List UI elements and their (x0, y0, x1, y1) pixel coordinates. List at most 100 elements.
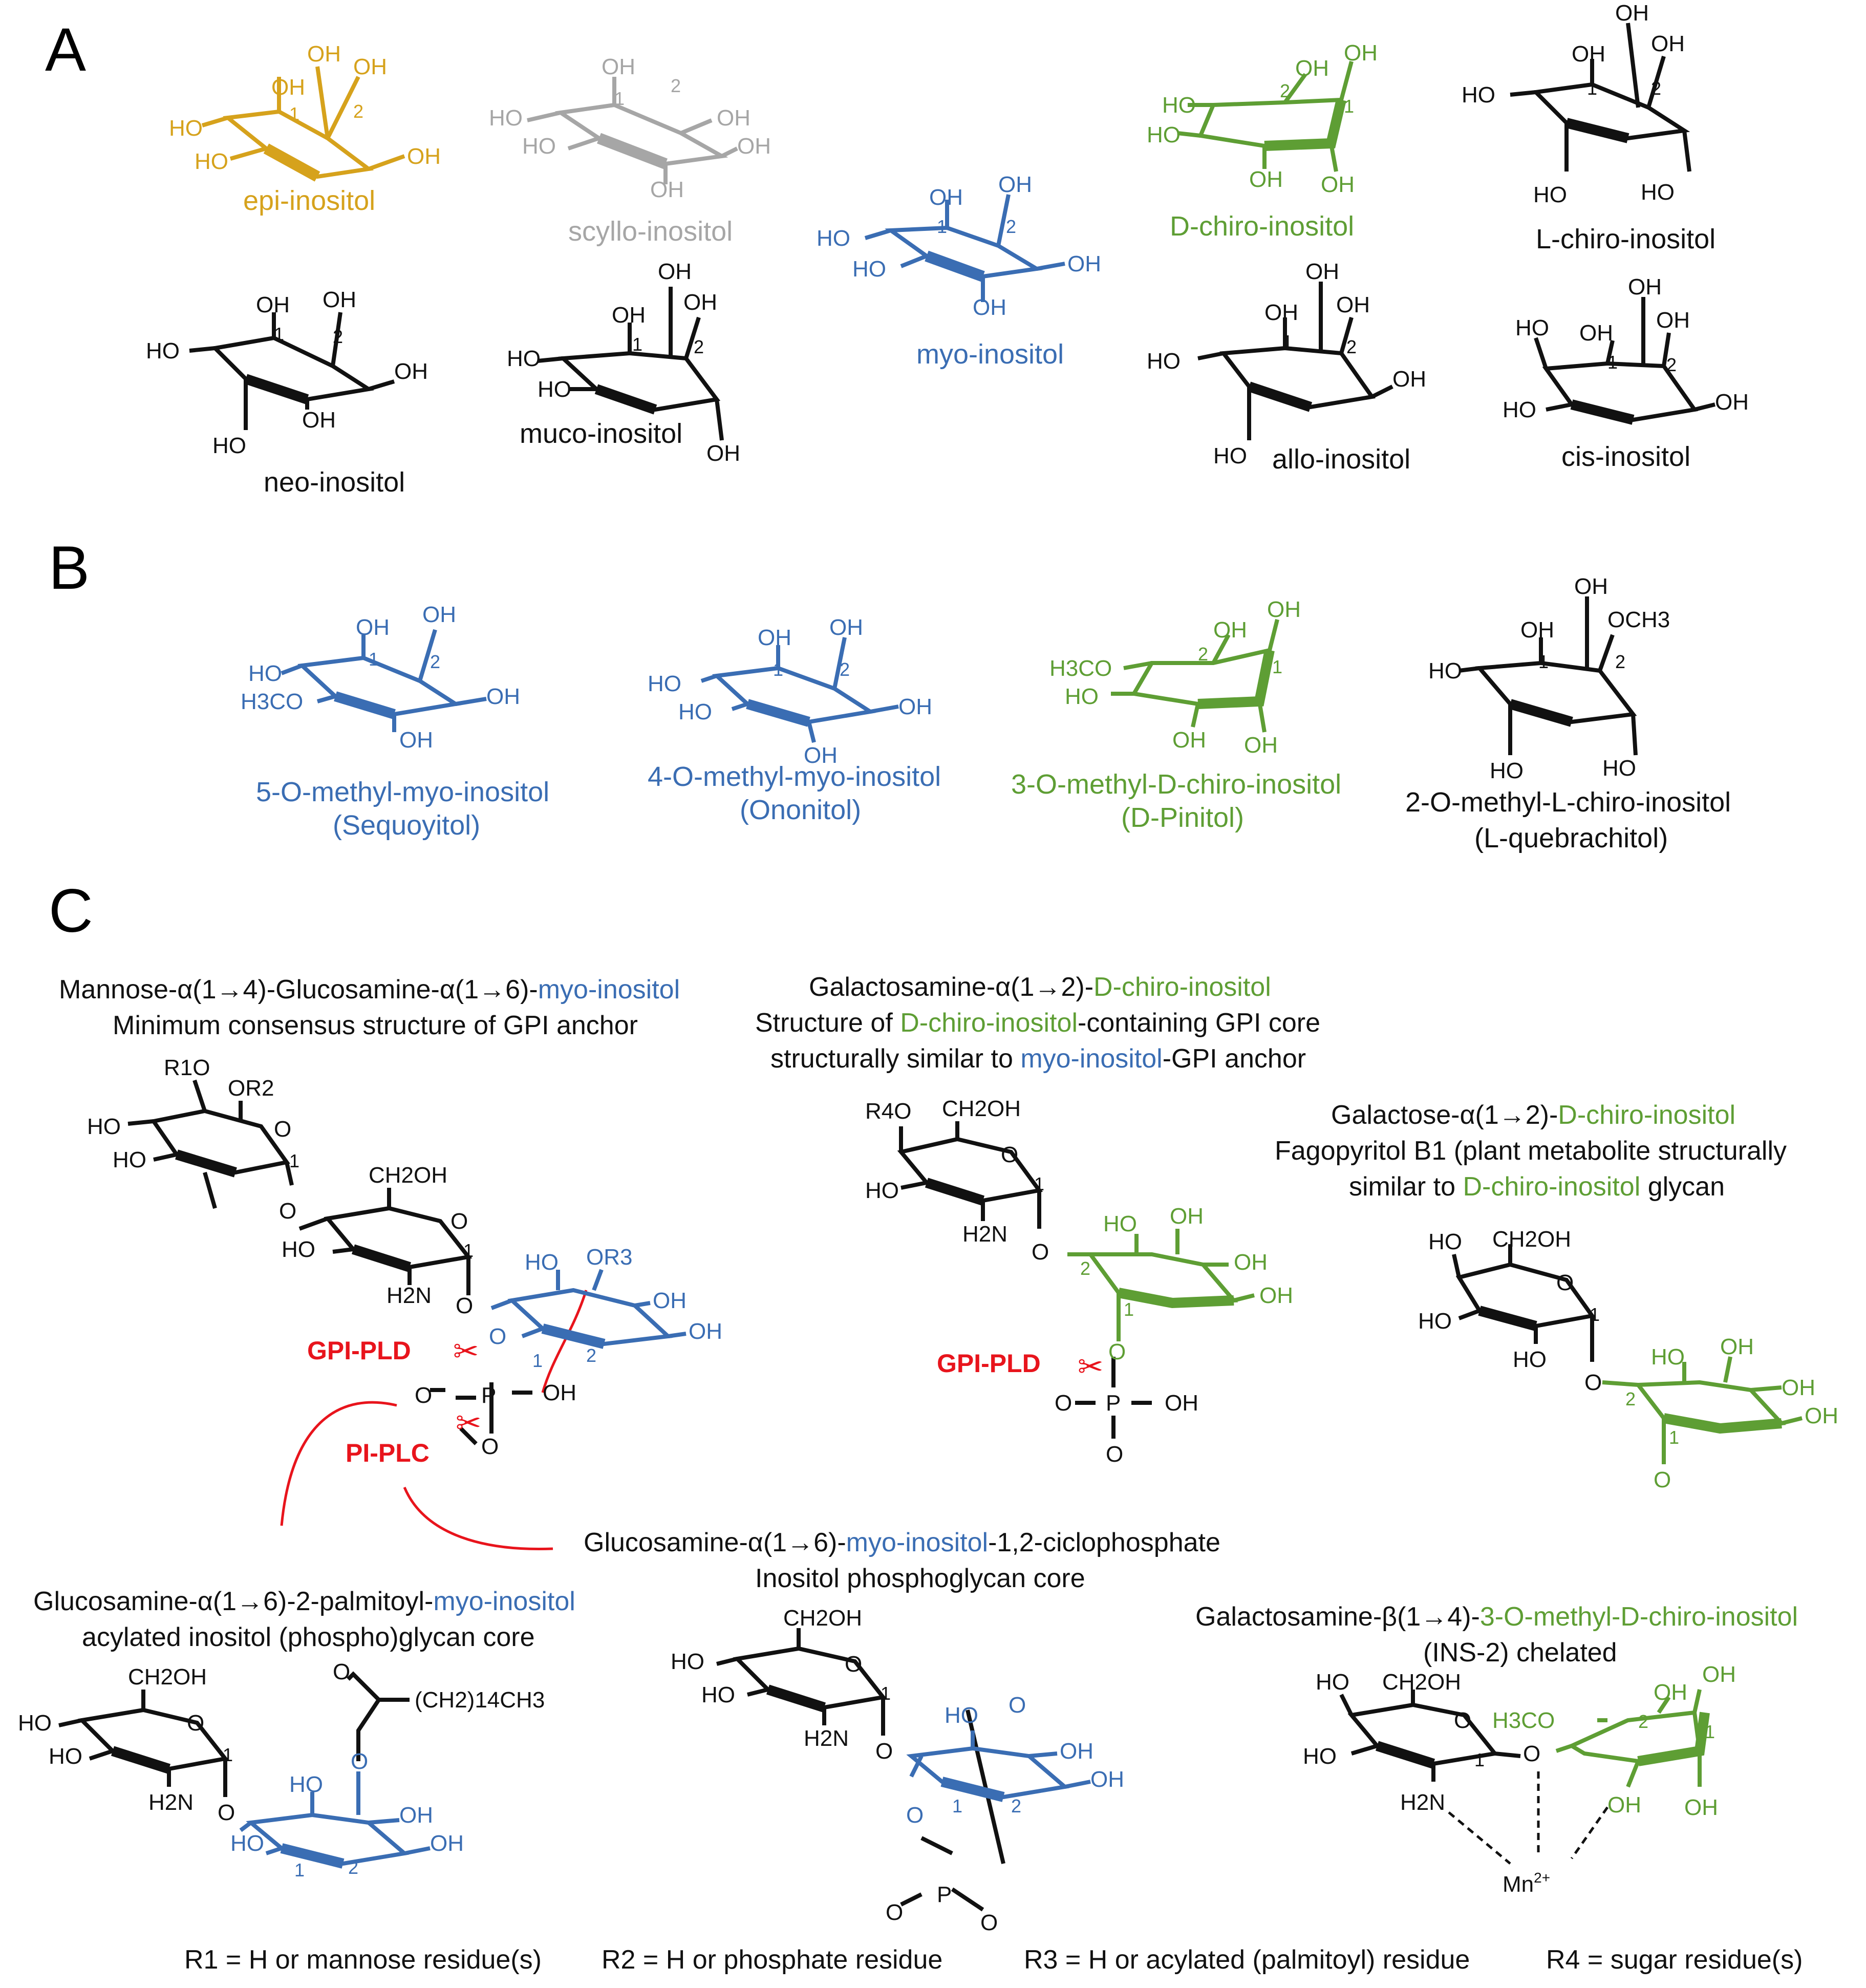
molecule-name: muco-inositol (520, 418, 682, 449)
atom-number: 2 (1080, 1258, 1090, 1279)
atom-label: OH (1520, 617, 1554, 643)
substituent-h3co: H3CO (1492, 1708, 1555, 1733)
atom-label: OH (1321, 172, 1355, 197)
atom-label: OH (1607, 1792, 1641, 1818)
gpi-anchor-subtitle: Minimum consensus structure of GPI ancho… (113, 1011, 638, 1040)
molecule-name: cis-inositol (1561, 441, 1690, 472)
atom-label: HO (1490, 758, 1524, 783)
molecule-name: 4-O-methyl-myo-inositol (648, 761, 941, 792)
atom-label: HO (1428, 658, 1462, 683)
legend-r1: R1 = H or mannose residue(s) (184, 1945, 542, 1975)
structure-ins2: HO CH2OH HO O 1 H2N O Mn2+ H3CO OH OH OH… (1303, 1662, 1736, 1897)
substituent-h2n: H2N (804, 1726, 849, 1751)
atom-label: HO (1503, 397, 1536, 422)
molecule-alt-name: (D-Pinitol) (1121, 802, 1244, 833)
substituent-h2n: H2N (387, 1283, 432, 1308)
glycosidic-oxygen: O (456, 1293, 473, 1318)
atom-label: OH (1715, 390, 1749, 415)
substituent-ch2oh: CH2OH (942, 1096, 1021, 1121)
phosphate-oxygen: O (1106, 1442, 1123, 1467)
ester-oxygen: O (351, 1749, 368, 1774)
atom-label: OH (1628, 274, 1662, 300)
molecule-l-quebrachitol: HO OH OH OCH3 HO HO 1 2 2-O-methyl-L-chi… (1405, 574, 1731, 853)
galn-dchiro-line2: Structure of D-chiro-inositol-containing… (755, 1008, 1320, 1038)
atom-label: OH (1172, 728, 1206, 753)
panel-label-c: C (49, 877, 93, 945)
phosphorus: P (1106, 1391, 1121, 1416)
atom-number: 1 (881, 1683, 891, 1704)
atom-label: HO (1418, 1309, 1452, 1334)
atom-label: OH (689, 1319, 722, 1344)
footer-legend: R1 = H or mannose residue(s) R2 = H or p… (184, 1945, 1803, 1975)
molecule-name: 5-O-methyl-myo-inositol (256, 777, 549, 807)
atom-label: OH (1170, 1204, 1204, 1229)
atom-label: HO (522, 134, 556, 159)
atom-number: 2 (1666, 354, 1677, 375)
atom-label: OH (1264, 300, 1298, 325)
molecule-name: D-chiro-inositol (1170, 211, 1354, 242)
atom-label: OH (1305, 259, 1339, 284)
atom-label: HO (865, 1178, 899, 1203)
atom-label: OH (430, 1831, 464, 1856)
atom-label: OH (353, 54, 387, 79)
atom-number: 1 (1607, 352, 1618, 373)
atom-label: HO (1147, 349, 1181, 374)
molecule-l-chiro-inositol: HO OH OH OH HO HO 1 2 L-chiro-inositol (1462, 1, 1715, 254)
atom-label: OH (1782, 1375, 1815, 1400)
glycosidic-oxygen: O (218, 1800, 235, 1825)
atom-label: HO (945, 1703, 978, 1728)
substituent-h2n: H2N (1400, 1790, 1445, 1815)
atom-label: OH (307, 41, 341, 67)
atom-number: 1 (294, 1859, 305, 1880)
substituent-or2: OR2 (228, 1076, 274, 1101)
atom-label: OH (1720, 1334, 1754, 1359)
atom-label: HO (1515, 315, 1549, 340)
molecule-myo-inositol: HO HO OH OH OH OH 1 2 myo-inositol (817, 172, 1101, 370)
substituent-ch2oh: CH2OH (1382, 1670, 1461, 1695)
glycosidic-oxygen: O (1584, 1370, 1602, 1395)
atom-label: HO (1651, 1344, 1685, 1370)
molecule-name: 3-O-methyl-D-chiro-inositol (1011, 769, 1341, 800)
atom-label: OH (399, 1803, 433, 1828)
phosphorus: P (481, 1383, 496, 1408)
atom-label: OH (602, 54, 635, 79)
atom-number: 1 (1344, 96, 1354, 117)
substituent-och3: OCH3 (1607, 607, 1670, 632)
atom-number: 2 (1198, 644, 1208, 665)
atom-number: 2 (348, 1857, 358, 1878)
molecule-muco-inositol: HO HO OH OH OH OH 1 2 muco-inositol (507, 259, 740, 466)
phosphate-oh: OH (543, 1380, 576, 1405)
atom-label: HO (817, 226, 850, 251)
atom-label: OH (1336, 292, 1370, 317)
phosphate-oxygen: O (980, 1910, 998, 1935)
atom-label: OH (1651, 31, 1685, 56)
atom-label: OH (1615, 1, 1649, 26)
atom-label: HO (195, 149, 228, 174)
molecule-d-chiro-inositol: HO HO OH OH OH OH 2 1 D-chiro-inositol (1147, 40, 1378, 242)
atom-label: OH (1234, 1250, 1268, 1275)
phosphate-oxygen: O (1055, 1391, 1072, 1416)
glycosidic-oxygen: O (875, 1739, 893, 1764)
structure-galn-dchiro-gpi: R4O CH2OH HO O 1 H2N O O P OH O HO OH OH… (865, 1096, 1293, 1467)
metal-ion: Mn2+ (1503, 1870, 1550, 1897)
atom-label: OH (1572, 41, 1605, 67)
atom-number: 1 (1282, 331, 1293, 352)
atom-label: OH (1579, 320, 1613, 346)
ring-oxygen: O (489, 1324, 506, 1349)
atom-label: OH (394, 359, 428, 384)
substituent-palmitoyl: (CH2)14CH3 (415, 1687, 545, 1713)
atom-label: HO (1065, 684, 1099, 709)
acylated-subtitle: acylated inositol (phospho)glycan core (82, 1622, 535, 1652)
atom-label: HO (507, 346, 541, 371)
legend-r2: R2 = H or phosphate residue (602, 1945, 942, 1975)
atom-label: OH (658, 259, 692, 284)
substituent-ch2oh: CH2OH (369, 1163, 447, 1188)
atom-label: OH (399, 728, 433, 753)
phosphate-oh: OH (1165, 1391, 1198, 1416)
atom-number: 2 (1346, 336, 1357, 357)
structure-fagopyritol-b1: HO CH2OH HO HO O 1 O HO OH OH OH O 2 1 (1418, 1227, 1838, 1492)
atom-label: HO (678, 699, 712, 724)
atom-label: HO (113, 1147, 146, 1172)
atom-number: 1 (937, 216, 947, 237)
structure-gpi-anchor: R1O OR2 HO HO O 1 O CH2OH HO O 1 H2N O O… (87, 1055, 722, 1550)
